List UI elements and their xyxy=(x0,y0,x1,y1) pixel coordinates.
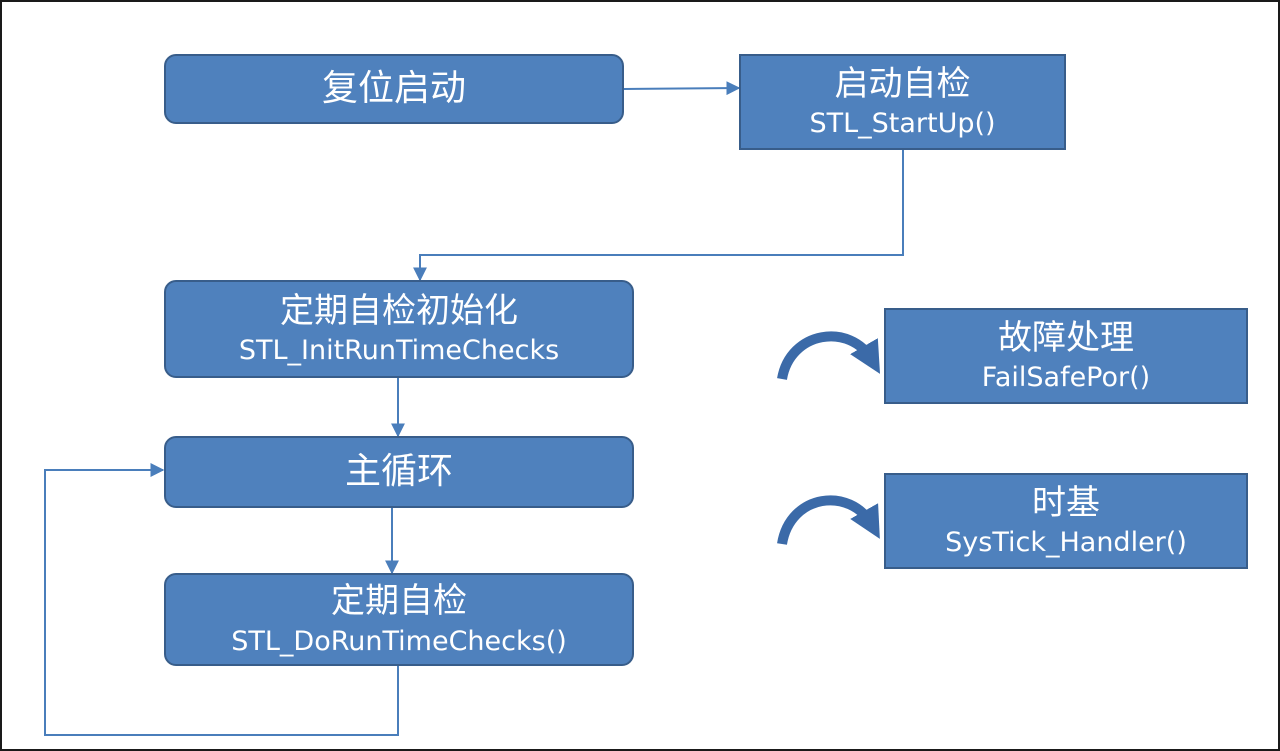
curved-arrow-icon xyxy=(777,331,881,381)
node-title: 主循环 xyxy=(344,451,453,493)
node-title: 定期自检初始化 xyxy=(280,290,518,331)
node-function: FailSafePor() xyxy=(981,362,1151,394)
node-function: STL_StartUp() xyxy=(809,108,996,140)
node-startup-selftest: 启动自检 STL_StartUp() xyxy=(739,54,1066,150)
curved-arrow-icon xyxy=(777,495,880,546)
node-systick: 时基 SysTick_Handler() xyxy=(884,473,1248,569)
arrow-runtime-loop-to-mainloop xyxy=(44,463,399,736)
node-fail-safe: 故障处理 FailSafePor() xyxy=(884,308,1248,404)
node-runtime-init: 定期自检初始化 STL_InitRunTimeChecks xyxy=(164,280,634,378)
node-title: 时基 xyxy=(1032,482,1100,523)
node-runtime-checks: 定期自检 STL_DoRunTimeChecks() xyxy=(164,573,634,666)
node-title: 复位启动 xyxy=(321,68,466,110)
node-main-loop: 主循环 xyxy=(164,436,634,508)
node-function: SysTick_Handler() xyxy=(945,527,1187,559)
arrow-startup-to-init xyxy=(413,150,904,282)
node-title: 启动自检 xyxy=(834,63,971,104)
node-title: 定期自检 xyxy=(331,581,467,622)
node-title: 故障处理 xyxy=(998,317,1134,358)
node-reset-startup: 复位启动 xyxy=(164,54,624,124)
node-function: STL_DoRunTimeChecks() xyxy=(231,625,567,657)
node-function: STL_InitRunTimeChecks xyxy=(238,335,560,367)
arrow-reset-to-startup xyxy=(623,81,741,96)
